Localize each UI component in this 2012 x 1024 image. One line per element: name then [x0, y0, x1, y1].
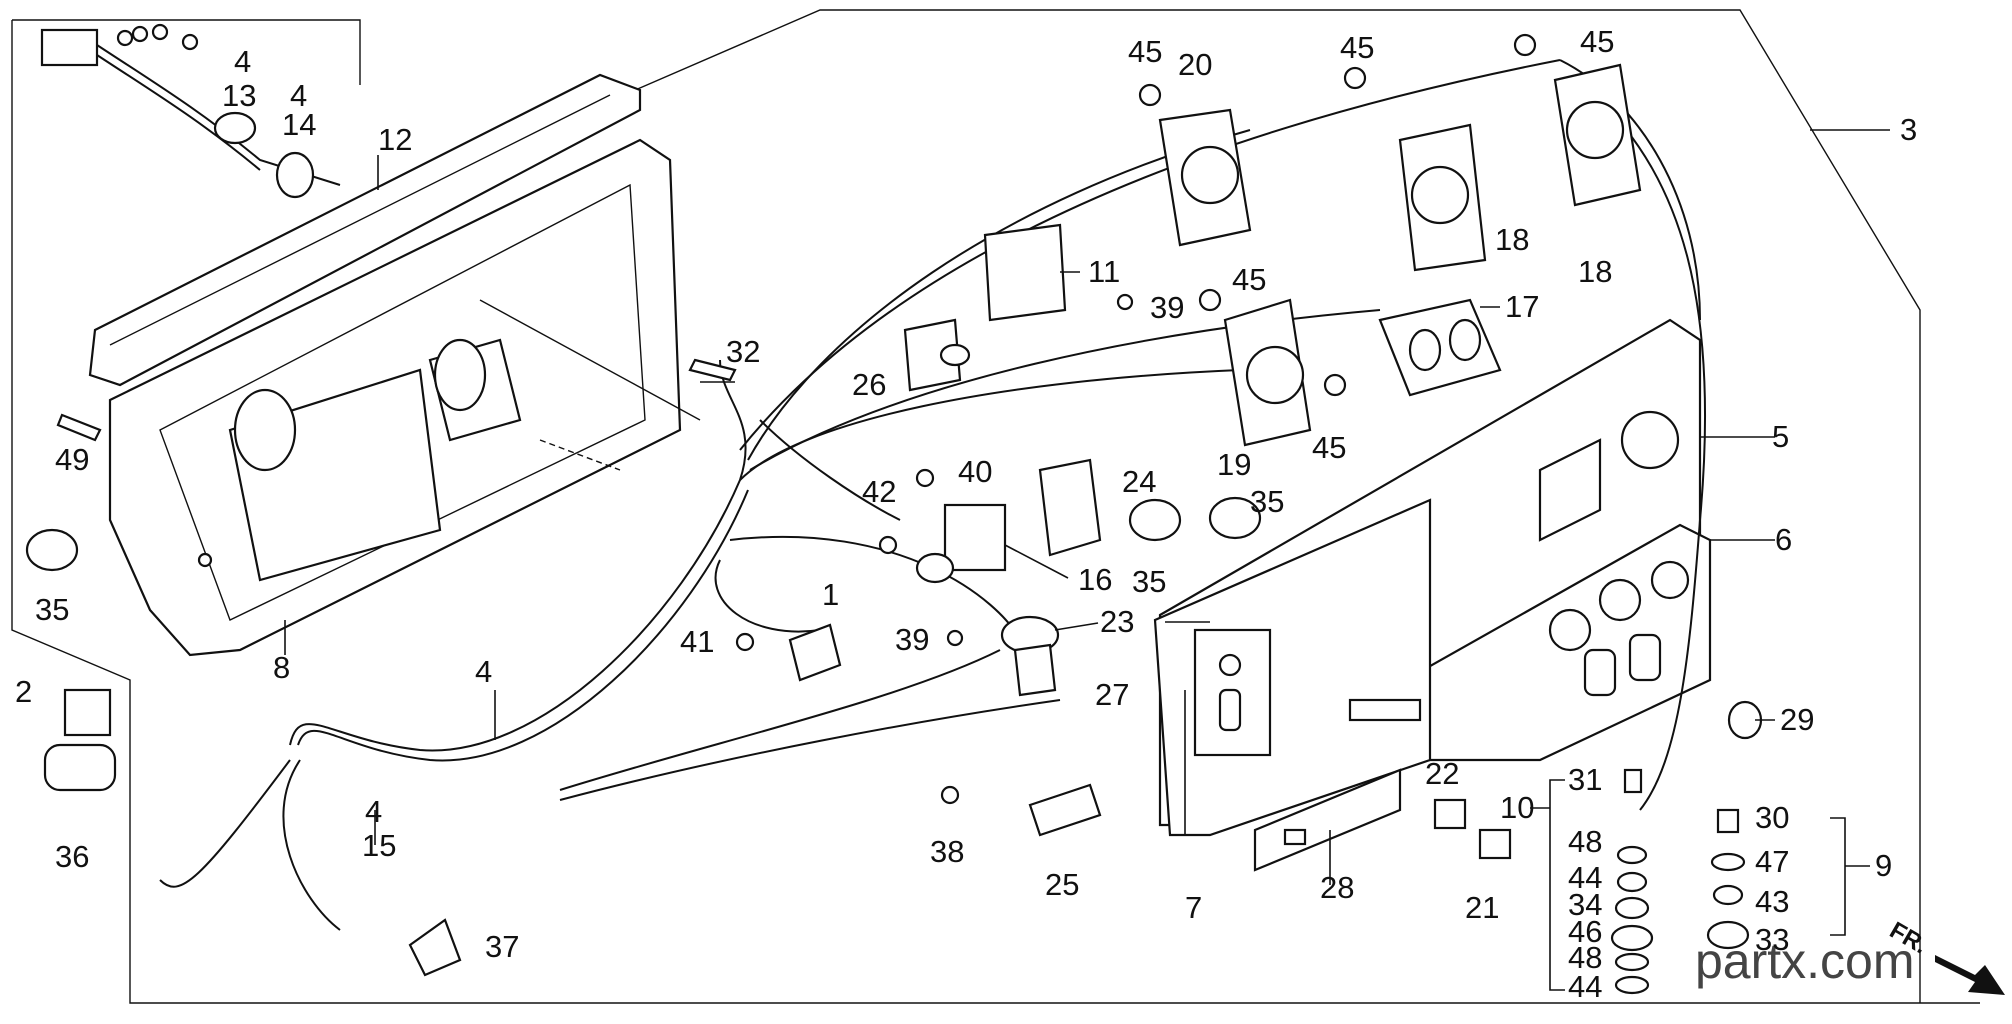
clamp-35-right [1208, 496, 1262, 540]
part-number-label: 24 [1122, 464, 1156, 499]
connector-22-21 [1433, 798, 1512, 860]
part-number-label: 23 [1100, 604, 1134, 639]
small-fasteners [56, 33, 1537, 805]
part-number-label: 43 [1755, 884, 1789, 919]
outlet-18-right [1553, 63, 1642, 207]
switch-26 [903, 318, 971, 392]
part-number-label: 34 [1568, 887, 1602, 922]
part-number-label: 11 [1088, 254, 1120, 289]
part-number-label: 22 [1425, 756, 1459, 791]
connector-25 [1028, 783, 1102, 837]
part-number-label: 45 [1232, 262, 1266, 297]
part-number-label: 45 [1312, 430, 1346, 465]
part-number-label: 47 [1755, 844, 1789, 879]
grommet-36 [43, 743, 117, 792]
gasket-strip [88, 73, 642, 387]
part-number-label: 18 [1495, 222, 1529, 257]
part-number-label: 6 [1775, 522, 1792, 557]
connector-1 [788, 623, 842, 682]
part-number-label: 32 [726, 334, 760, 369]
top-cable [40, 23, 341, 199]
part-number-label: 45 [1580, 24, 1614, 59]
part-number-label: 29 [1780, 702, 1814, 737]
part-number-label: 17 [1505, 289, 1539, 324]
part-number-label: 19 [1217, 447, 1251, 482]
part-number-label: 35 [1132, 564, 1166, 599]
part-number-label: 41 [680, 624, 714, 659]
part-number-label: 48 [1568, 824, 1602, 859]
part-number-label: 10 [1500, 790, 1534, 825]
part-number-label: 35 [1250, 484, 1284, 519]
part-number-label: 13 [222, 78, 256, 113]
clamp-35-middle [1128, 498, 1182, 542]
part-number-label: 48 [1568, 940, 1602, 975]
part-number-label: 45 [1340, 30, 1374, 65]
outlet-20 [1158, 108, 1252, 247]
part-number-label: 27 [1095, 677, 1129, 712]
part-number-label: 20 [1178, 47, 1212, 82]
part-number-label: 42 [862, 474, 896, 509]
leader-lines [284, 129, 1890, 991]
switch-24 [1038, 458, 1102, 557]
diode-23 [1000, 615, 1060, 697]
part-number-label: 3 [1900, 112, 1917, 147]
part-number-label: 45 [1128, 34, 1162, 69]
hardware-stack [1610, 700, 1763, 995]
part-number-label: 38 [930, 834, 964, 869]
part-number-label: 37 [485, 929, 519, 964]
label-plate [1253, 768, 1402, 872]
part-number-label: 31 [1568, 762, 1602, 797]
part-number-label: 33 [1755, 922, 1789, 957]
part-number-label: 44 [1568, 860, 1602, 895]
part-number-label: 21 [1465, 890, 1499, 925]
part-number-label: 30 [1755, 800, 1789, 835]
part-number-label: 18 [1578, 254, 1612, 289]
part-number-label: 9 [1875, 848, 1892, 883]
part-number-label: 39 [895, 622, 929, 657]
relay-16 [915, 503, 1007, 584]
part-number-label: 5 [1772, 419, 1789, 454]
part-number-label: 28 [1320, 870, 1354, 905]
part-number-label: 44 [1568, 969, 1602, 1004]
part-number-label: 8 [273, 650, 290, 685]
part-number-label: 1 [822, 577, 839, 612]
part-number-label: 2 [15, 674, 32, 709]
part-number-label: 14 [282, 107, 316, 142]
diagram-border [11, 9, 1980, 1004]
watermark: partx.com [1695, 933, 1915, 989]
breaker-11 [983, 223, 1067, 322]
part-number-label: 4 [290, 78, 307, 113]
part-number-label: 25 [1045, 867, 1079, 902]
part-number-label: 49 [55, 442, 89, 477]
part-number-label: 36 [55, 839, 89, 874]
part-number-label: 4 [475, 654, 492, 689]
control-panel-inner [1368, 523, 1712, 762]
part-number-label: 7 [1185, 890, 1202, 925]
control-box-housing [108, 138, 701, 657]
part-number-label: 16 [1078, 562, 1112, 597]
outlet-19 [1223, 298, 1312, 447]
part-number-label: 35 [35, 592, 69, 627]
outlet-18-left [1398, 123, 1487, 272]
part-number-label: 12 [378, 122, 412, 157]
part-number-label: 4 [234, 44, 251, 79]
part-labels: 4 13 4 14 12 45 20 45 45 3 18 18 11 45 3… [15, 24, 1917, 1004]
front-panel [1153, 498, 1432, 837]
bracket-37 [408, 918, 462, 977]
part-number-label: 4 [365, 794, 382, 829]
part-number-label: 39 [1150, 290, 1184, 325]
socket-17 [1378, 298, 1502, 397]
part-number-label: 26 [852, 367, 886, 402]
clip-2 [63, 688, 112, 737]
clamp-35-left [25, 528, 79, 572]
part-number-label: 15 [362, 828, 396, 863]
part-number-label: 40 [958, 454, 992, 489]
part-number-label: 46 [1568, 914, 1602, 949]
